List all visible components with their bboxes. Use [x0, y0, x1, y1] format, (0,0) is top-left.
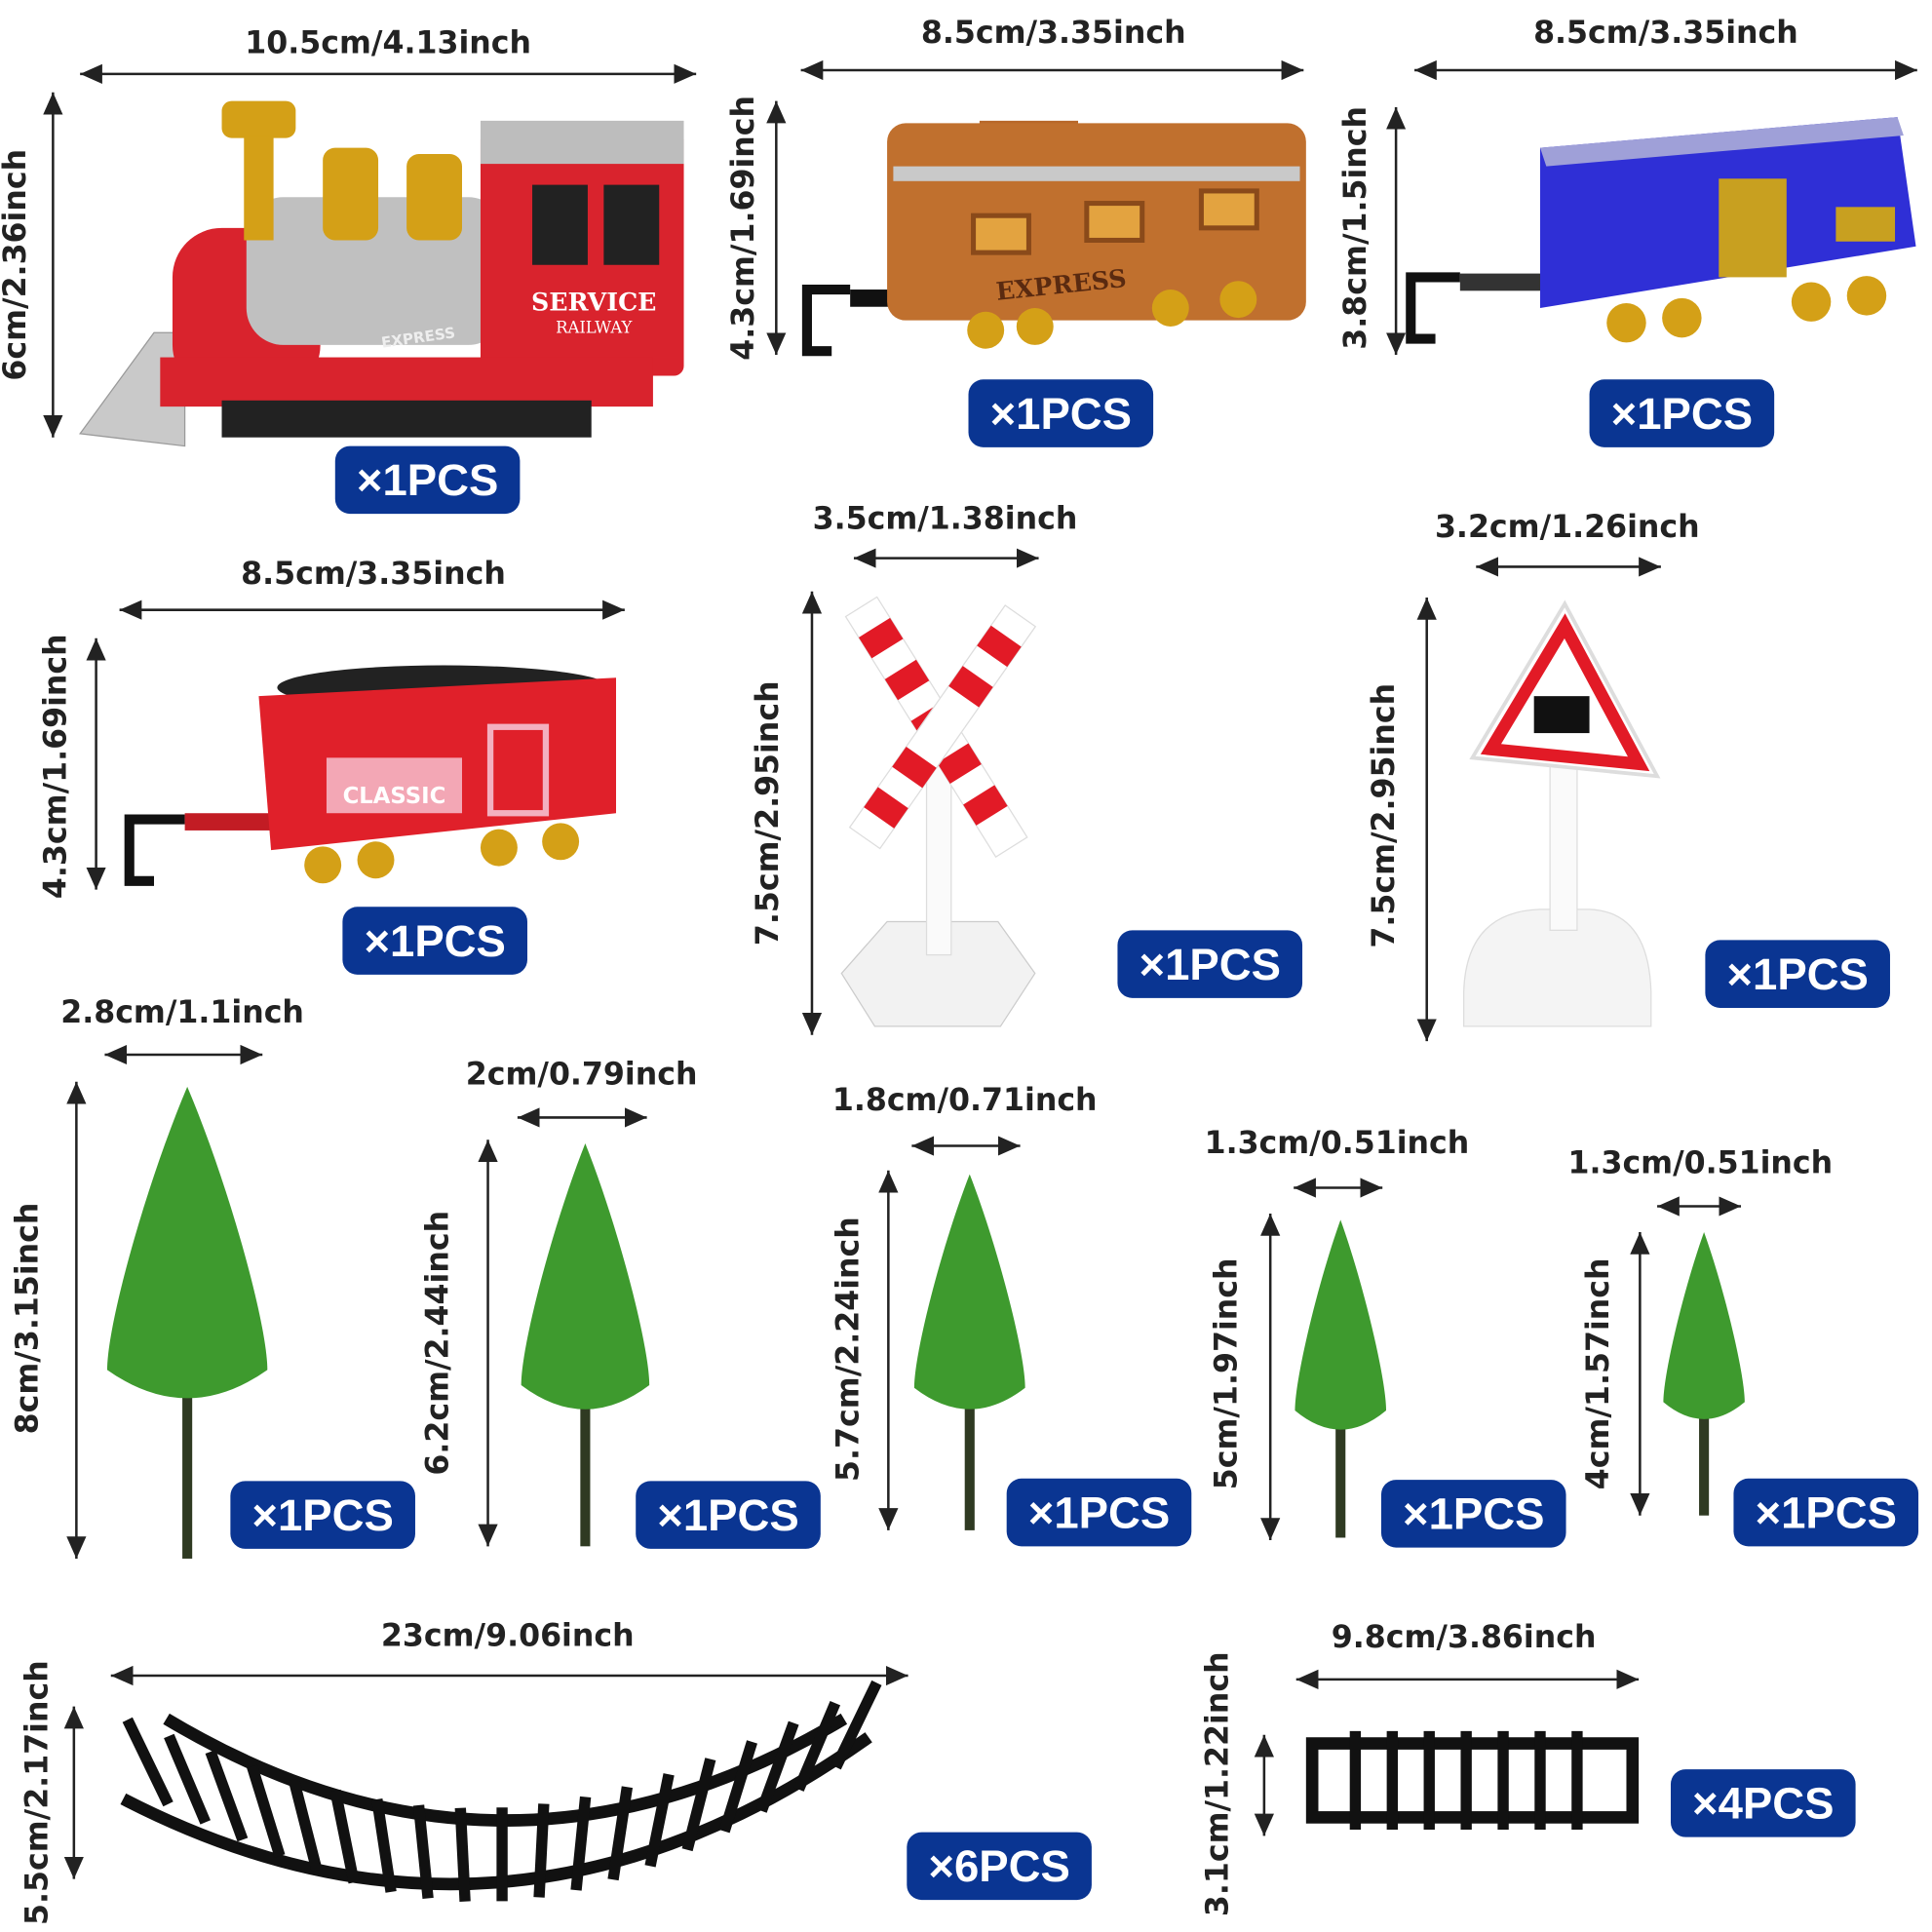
quantity-badge: ×1PCS: [1733, 1478, 1919, 1547]
height-label: 8cm/3.15inch: [9, 1202, 46, 1435]
width-label: 3.2cm/1.26inch: [1434, 509, 1700, 545]
coal-car-image: CLASSIC: [124, 665, 616, 886]
width-label: 9.8cm/3.86inch: [1331, 1618, 1597, 1655]
railroad-crossing-image: [840, 596, 1037, 1027]
train-warning-sign-image: [1463, 599, 1661, 1027]
curved-track-image: [120, 1680, 882, 1902]
width-label: 23cm/9.06inch: [380, 1617, 635, 1654]
tree-3-image: [913, 1174, 1025, 1530]
height-label: 5.7cm/2.24inch: [830, 1217, 866, 1482]
width-label: 3.5cm/1.38inch: [812, 500, 1078, 536]
boxcar-image: [1406, 117, 1916, 344]
height-label: 4.3cm/1.69inch: [37, 634, 74, 900]
width-label: 8.5cm/3.35inch: [1533, 15, 1798, 51]
width-label: 1.8cm/0.71inch: [831, 1081, 1098, 1118]
width-label: 2.8cm/1.1inch: [60, 994, 304, 1030]
height-label: 7.5cm/2.95inch: [1366, 682, 1402, 948]
quantity-badge: ×1PCS: [342, 907, 527, 975]
quantity-badge: ×6PCS: [907, 1832, 1092, 1901]
locomotive-railway-text: RAILWAY: [556, 318, 632, 336]
quantity-badge: ×1PCS: [1705, 940, 1890, 1008]
height-label: 6.2cm/2.44inch: [419, 1210, 456, 1476]
height-label: 7.5cm/2.95inch: [750, 680, 786, 947]
quantity-badge: ×1PCS: [636, 1481, 821, 1549]
caboose-image: EXPRESS: [801, 120, 1306, 357]
quantity-badge: ×1PCS: [1006, 1478, 1192, 1547]
width-label: 2cm/0.79inch: [465, 1056, 698, 1092]
tree-1-image: [106, 1086, 268, 1559]
quantity-badge: ×4PCS: [1670, 1769, 1856, 1837]
quantity-badge: ×1PCS: [230, 1481, 415, 1549]
height-label: 4.3cm/1.69inch: [724, 95, 761, 361]
width-label: 1.3cm/0.51inch: [1204, 1125, 1470, 1161]
width-label: 8.5cm/3.35inch: [920, 15, 1186, 51]
width-label: 1.3cm/0.51inch: [1567, 1144, 1834, 1180]
width-label: 10.5cm/4.13inch: [245, 24, 532, 60]
height-label: 6cm/2.36inch: [0, 148, 33, 381]
height-label: 5cm/1.97inch: [1208, 1257, 1245, 1490]
quantity-badge: ×1PCS: [1589, 379, 1775, 447]
height-label: 4cm/1.57inch: [1580, 1257, 1616, 1490]
quantity-badge: ×1PCS: [334, 445, 521, 515]
quantity-badge: ×1PCS: [968, 379, 1154, 447]
tree-4-image: [1294, 1219, 1387, 1538]
width-label: 8.5cm/3.35inch: [241, 556, 506, 592]
height-label: 3.1cm/1.22inch: [1199, 1651, 1236, 1917]
quantity-badge: ×1PCS: [1380, 1480, 1566, 1548]
straight-track-image: [1305, 1730, 1640, 1831]
locomotive-service-text: SERVICE: [531, 288, 656, 317]
coal-car-classic-text: CLASSIC: [343, 784, 446, 809]
quantity-badge: ×1PCS: [1117, 930, 1303, 998]
tree-5-image: [1663, 1232, 1745, 1516]
tree-2-image: [521, 1142, 650, 1547]
height-label: 3.8cm/1.5inch: [1337, 105, 1373, 350]
height-label: 5.5cm/2.17inch: [19, 1660, 56, 1925]
